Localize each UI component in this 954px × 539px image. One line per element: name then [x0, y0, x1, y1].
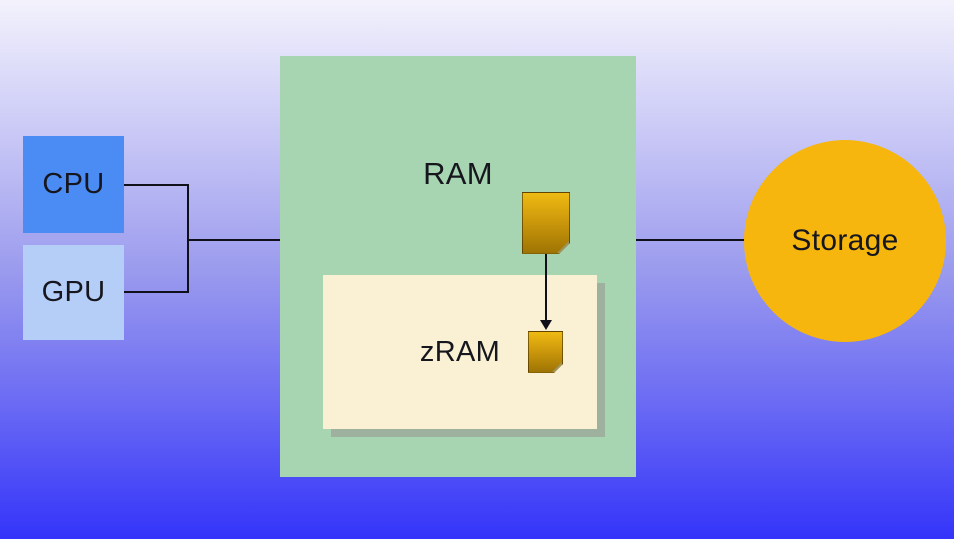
bus-to-ram-line	[187, 239, 280, 241]
cpu-node: CPU	[23, 136, 124, 233]
cpu-bus-connector-line	[124, 184, 188, 186]
storage-label: Storage	[791, 224, 899, 257]
compression-arrow-head	[540, 320, 552, 330]
storage-node: Storage	[744, 140, 946, 342]
gpu-bus-connector-line	[124, 291, 188, 293]
ram-to-storage-line	[636, 239, 746, 241]
page-fold-corner	[552, 362, 562, 372]
memory-page-icon	[522, 192, 570, 254]
cpu-label: CPU	[42, 168, 105, 200]
zram-region: zRAM	[323, 275, 597, 429]
compression-arrow-line	[545, 254, 547, 321]
ram-region: RAM zRAM	[280, 56, 636, 477]
zram-label: zRAM	[419, 335, 501, 368]
page-fold-corner	[557, 241, 569, 253]
ram-label: RAM	[423, 156, 493, 191]
gpu-label: GPU	[41, 276, 106, 308]
gpu-node: GPU	[23, 245, 124, 340]
bus-vertical-line	[187, 184, 189, 293]
compressed-page-icon	[528, 331, 563, 373]
